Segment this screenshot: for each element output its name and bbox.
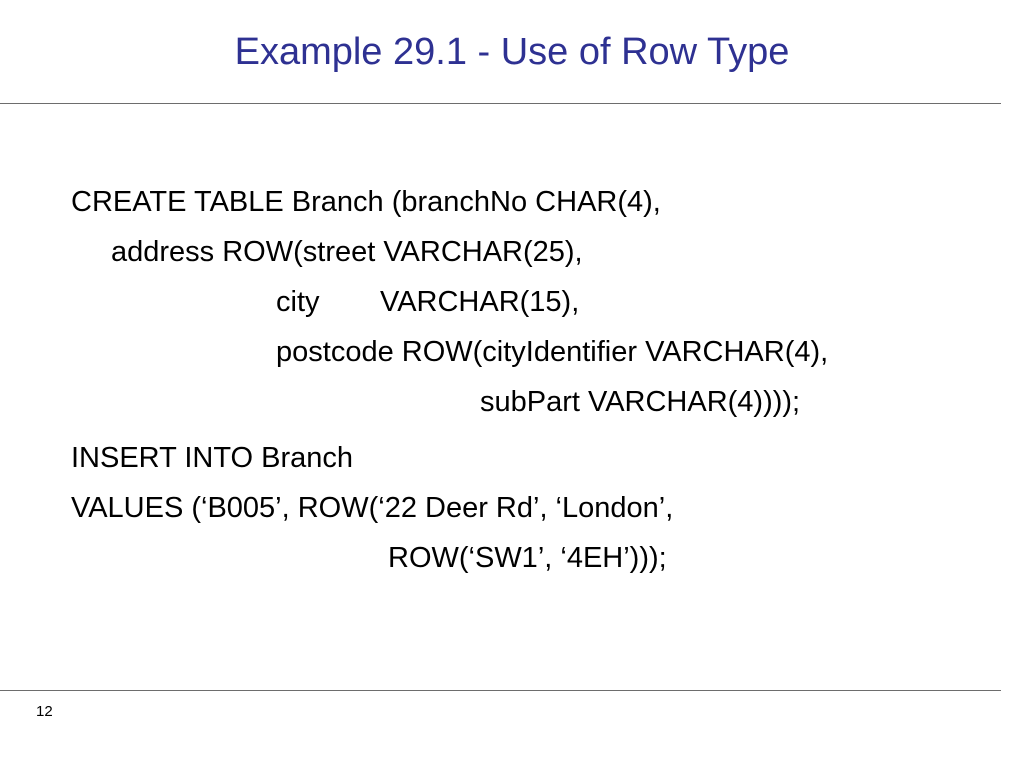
code-city-type: VARCHAR(15), [380,286,580,318]
code-line-insert-into: INSERT INTO Branch [71,442,354,474]
page-number: 12 [36,703,53,720]
footer-divider [0,690,1001,691]
title-divider [0,103,1001,104]
code-line-create-table: CREATE TABLE Branch (branchNo CHAR(4), [71,186,661,218]
code-line-postcode-values: ROW(‘SW1’, ‘4EH’))); [388,542,667,574]
code-line-values: VALUES (‘B005’, ROW(‘22 Deer Rd’, ‘Londo… [71,492,674,524]
code-line-postcode-row: postcode ROW(cityIdentifier VARCHAR(4), [276,336,829,368]
code-line-subpart: subPart VARCHAR(4)))); [480,386,801,418]
code-line-city: city VARCHAR(15), [276,285,579,319]
slide-title: Example 29.1 - Use of Row Type [234,31,790,73]
code-city-column: city [276,286,320,318]
code-line-address-row: address ROW(street VARCHAR(25), [111,236,583,268]
